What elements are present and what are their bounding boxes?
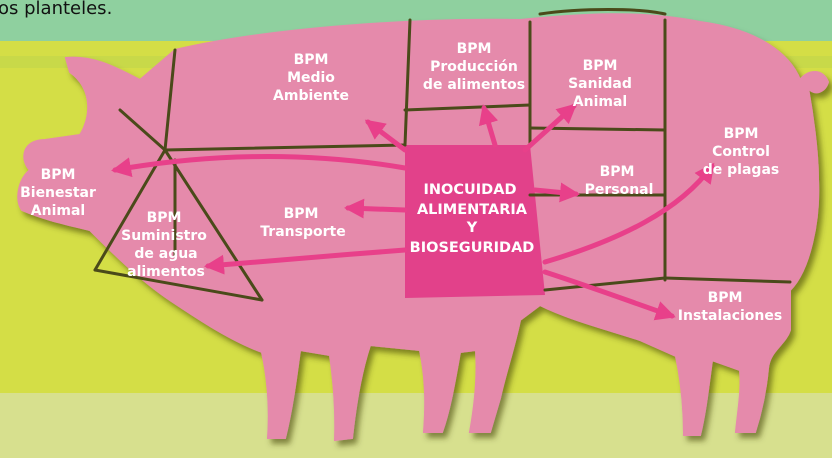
arrow-control [542,162,715,265]
center-line-2: ALIMENTARIA [417,202,528,218]
arrow-personal [532,182,580,203]
arrow-instalaciones [542,269,676,321]
svg-text:Transporte: Transporte [260,224,345,240]
svg-text:BPM: BPM [284,206,319,222]
svg-text:Instalaciones: Instalaciones [678,308,782,324]
center-line-3: Y [466,220,478,236]
label-sanidad-animal: BPM Sanidad Animal [568,58,632,110]
svg-text:BPM: BPM [294,52,329,68]
label-produccion-alimentos: BPM Producción de alimentos [423,41,525,93]
center-label: INOCUIDAD ALIMENTARIA Y BIOSEGURIDAD [410,182,535,256]
center-block [405,145,545,298]
svg-text:BPM: BPM [583,58,618,74]
svg-text:BPM: BPM [708,290,743,306]
arrow-sanidad [522,103,577,153]
svg-text:BPM: BPM [457,41,492,57]
arrow-suministro [204,247,408,275]
svg-text:BPM: BPM [147,210,182,226]
section-lines [93,8,792,302]
svg-text:Personal: Personal [585,182,654,198]
header-text: os planteles. [0,0,113,19]
arrow-bienestar [111,153,408,178]
label-suministro-agua: BPM Suministro de agua alimentos [121,210,207,280]
center-line-1: INOCUIDAD [424,182,517,198]
label-instalaciones: BPM Instalaciones [678,290,782,324]
label-bienestar-animal: BPM Bienestar Animal [20,167,96,219]
svg-text:alimentos: alimentos [127,264,205,280]
arrow-produccion [478,104,499,148]
center-line-4: BIOSEGURIDAD [410,240,535,256]
svg-text:Control: Control [712,144,770,160]
svg-text:BPM: BPM [41,167,76,183]
svg-text:Suministro: Suministro [121,228,207,244]
arrows [111,103,715,321]
svg-text:Bienestar: Bienestar [20,185,96,201]
svg-text:de agua: de agua [134,246,197,262]
label-medio-ambiente: BPM Medio Ambiente [273,52,349,104]
label-transporte: BPM Transporte [260,206,345,240]
arrow-medio-ambiente [364,119,408,153]
svg-text:Animal: Animal [573,94,627,110]
svg-text:BPM: BPM [724,126,759,142]
arrow-transporte [344,198,408,219]
label-control-plagas: BPM Control de plagas [703,126,779,178]
svg-text:Producción: Producción [430,59,518,75]
svg-text:Ambiente: Ambiente [273,88,349,104]
svg-text:de plagas: de plagas [703,162,779,178]
label-personal: BPM Personal [585,164,654,198]
svg-text:de alimentos: de alimentos [423,77,525,93]
svg-text:BPM: BPM [600,164,635,180]
svg-text:Sanidad: Sanidad [568,76,632,92]
svg-text:Animal: Animal [31,203,85,219]
svg-text:Medio: Medio [287,70,335,86]
